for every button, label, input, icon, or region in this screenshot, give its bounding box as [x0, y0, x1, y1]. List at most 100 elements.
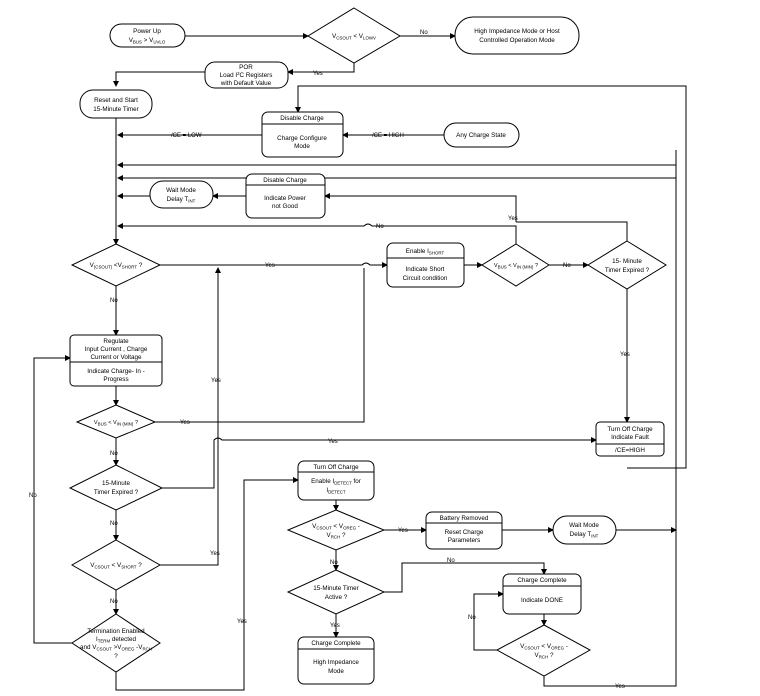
svg-text:Timer Expired ?: Timer Expired ?	[605, 267, 650, 274]
svg-text:Wait Mode: Wait Mode	[569, 522, 599, 529]
svg-text:Turn Off Charge: Turn Off Charge	[607, 426, 653, 433]
label-ce-low: /CE = LOW	[171, 133, 202, 139]
svg-text:Delay TINT: Delay TINT	[167, 196, 196, 204]
svg-text:Circuit condition: Circuit condition	[403, 275, 448, 282]
node-high-impedance: High Impedance Mode or Host Controlled O…	[454, 16, 580, 55]
label-yes-short-reenter: Yes	[508, 216, 518, 222]
edge-por-to-reset	[113, 71, 205, 87]
label-yes-done: Yes	[615, 684, 625, 690]
svg-text:Active ?: Active ?	[325, 594, 348, 601]
decision-vbus-lt-vinmin-2: VBUS < VIN (MIN) ?	[75, 404, 157, 439]
svg-text:Progress: Progress	[103, 376, 128, 383]
node-disable-power-not-good: Disable Charge Indicate Power not Good	[245, 173, 326, 219]
edge-vbus-yes	[155, 268, 365, 423]
node-charge-complete-hiz: Charge Complete High Impedance Mode	[297, 636, 375, 685]
node-any-charge-state: Any Charge State	[443, 122, 520, 148]
label-no-done-loop: No	[468, 615, 476, 621]
svg-text:Indicate Fault: Indicate Fault	[611, 434, 649, 441]
svg-text:Indicate Charge- In -: Indicate Charge- In -	[87, 368, 144, 375]
decision-vbus-lt-vinmin-1: VBUS < VIN (MIN) ?	[481, 243, 550, 287]
svg-text:Disable Charge: Disable Charge	[280, 115, 324, 122]
svg-text:15- Minute: 15- Minute	[612, 258, 642, 265]
svg-text:Input Current , Charge: Input Current , Charge	[85, 346, 148, 353]
label-yes-left-up: Yes	[211, 378, 221, 384]
svg-text:Indicate DONE: Indicate DONE	[521, 597, 563, 604]
label-yes-por: Yes	[313, 71, 323, 77]
svg-text:VBUS < VIN (MIN) ?: VBUS < VIN (MIN) ?	[94, 420, 138, 427]
svg-text:/CE=HIGH: /CE=HIGH	[615, 447, 645, 454]
svg-text:VCSOUT < VOREG -: VCSOUT < VOREG -	[520, 643, 568, 651]
connectors	[33, 33, 687, 691]
node-por: POR Load I2C Registers with Default Valu…	[204, 61, 289, 89]
svg-text:and VCSOUT >VOREG -VRCH: and VCSOUT >VOREG -VRCH	[80, 644, 152, 652]
decision-timer-expired-1: 15- Minute Timer Expired ?	[587, 240, 667, 290]
svg-text:VCSOUT < VLOWV: VCSOUT < VLOWV	[332, 33, 376, 41]
svg-text:VCSOUT < VSHORT ?: VCSOUT < VSHORT ?	[90, 562, 142, 570]
edge-timer-active-no	[384, 562, 547, 593]
edge-timer-yes-to-fault	[162, 437, 597, 489]
svg-text:Controlled Operation Mode: Controlled Operation Mode	[479, 37, 555, 44]
edge-vrech2-yes	[543, 150, 677, 687]
edge-powergood-return	[324, 193, 517, 222]
label-no-short-reg: No	[110, 599, 118, 605]
decision-vcsout-lt-vshort-1: V(CSOUT) <VSHORT ?	[70, 243, 162, 287]
svg-text:Delay TINT: Delay TINT	[570, 531, 599, 539]
svg-text:Indicate Power: Indicate Power	[264, 195, 306, 202]
svg-text:15-Minute Timer: 15-Minute Timer	[313, 585, 359, 592]
svg-text:Regulate: Regulate	[103, 338, 129, 345]
label-yes-short-reg: Yes	[210, 551, 220, 557]
edge-short2-yes	[160, 267, 221, 566]
svg-text:Enable IDETECT for: Enable IDETECT for	[311, 478, 361, 486]
edge-short-yes	[160, 262, 388, 268]
label-ce-high: /CE = HIGH	[372, 133, 404, 139]
decision-vcsout-lt-vlowv: VCSOUT < VLOWV	[307, 7, 401, 64]
label-yes-timer-fault: Yes	[620, 352, 630, 358]
svg-text:Load I2C Registers: Load I2C Registers	[220, 71, 273, 79]
label-yes-timer-active: Yes	[330, 623, 340, 629]
decision-timer-expired-2: 15-Minute Timer Expired ?	[68, 464, 164, 511]
decision-vcsout-lt-voreg-vrch-2: VCSOUT < VOREG - VRCH ?	[495, 624, 592, 677]
svg-text:ITERM detected: ITERM detected	[96, 636, 137, 644]
svg-text:Battery Removed: Battery Removed	[440, 515, 489, 522]
node-battery-removed: Battery Removed Reset Charge Parameters	[425, 511, 503, 550]
svg-text:VBUS > VUVLO: VBUS > VUVLO	[129, 37, 166, 45]
svg-text:Charge Complete: Charge Complete	[517, 577, 567, 584]
edge-check-to-por	[287, 63, 355, 75]
edge-labels: No Yes /CE = LOW /CE = HIGH No Yes Yes N…	[29, 30, 630, 690]
label-yes-battery: Yes	[398, 528, 408, 534]
svg-text:High Impedance: High Impedance	[313, 659, 359, 666]
svg-text:Parameters: Parameters	[448, 537, 481, 544]
svg-text:with Default Value: with Default Value	[220, 80, 272, 87]
label-yes-term: Yes	[237, 619, 247, 625]
svg-text:Charge Complete: Charge Complete	[311, 640, 361, 647]
node-reset-timer: Reset and Start 15-Minute Timer	[79, 89, 153, 119]
svg-text:Turn Off Charge: Turn Off Charge	[313, 464, 359, 471]
node-turn-off-detect: Turn Off Charge Enable IDETECT for IDETE…	[297, 460, 375, 501]
svg-text:Any Charge State: Any Charge State	[456, 132, 506, 139]
svg-text:VRCH ?: VRCH ?	[327, 532, 346, 540]
label-yes-timer-reg: Yes	[328, 439, 338, 445]
svg-text:IDETECT: IDETECT	[326, 487, 346, 495]
node-wait-mode-2: Wait Mode Delay TINT	[552, 515, 617, 545]
node-enable-ishort: Enable ISHORT Indicate Short Circuit con…	[386, 242, 465, 288]
label-no-term-loop: No	[29, 493, 37, 499]
label-yes-short-main: Yes	[265, 263, 275, 269]
decision-vcsout-lt-vshort-2: VCSOUT < VSHORT ?	[70, 539, 162, 591]
decision-timer-active: 15-Minute Timer Active ?	[286, 569, 386, 615]
svg-text:15-Minute Timer: 15-Minute Timer	[93, 106, 139, 113]
decision-termination: Termination Enabled ITERM detected and V…	[71, 613, 161, 673]
svg-text:?: ?	[114, 653, 118, 660]
label-no-vbus-reg: No	[110, 451, 118, 457]
svg-text:Mode: Mode	[294, 143, 310, 150]
svg-text:Indicate Short: Indicate Short	[406, 266, 445, 273]
node-regulate: Regulate Input Current , Charge Current …	[69, 334, 163, 387]
edge-vrech2-no-loop	[473, 591, 504, 651]
edge-fault-loop	[295, 85, 687, 469]
svg-text:Reset Charge: Reset Charge	[445, 529, 484, 536]
svg-text:Mode: Mode	[328, 668, 344, 675]
svg-text:Timer Expired ?: Timer Expired ?	[94, 489, 139, 496]
svg-text:15-Minute: 15-Minute	[102, 480, 130, 487]
decision-vcsout-lt-voreg-vrch: VCSOUT < VOREG - VRCH ?	[286, 509, 386, 551]
